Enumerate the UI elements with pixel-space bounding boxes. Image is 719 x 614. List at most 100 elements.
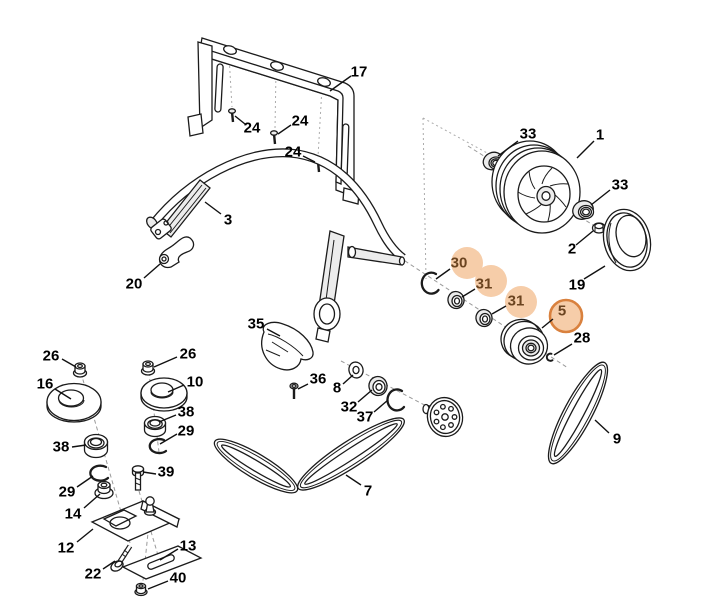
part-24-screw[interactable] bbox=[269, 130, 279, 145]
part-10-grommet[interactable] bbox=[140, 377, 188, 412]
part-38-bushing[interactable] bbox=[83, 433, 109, 459]
callout-label[interactable]: 38 bbox=[178, 404, 195, 421]
callout-label[interactable]: 22 bbox=[85, 566, 102, 583]
callout-5-highlighted[interactable]: 5 bbox=[541, 298, 584, 334]
callout-label[interactable]: 28 bbox=[574, 330, 591, 347]
callout-28[interactable]: 28 bbox=[553, 330, 591, 356]
callout-label[interactable]: 36 bbox=[310, 371, 327, 388]
callout-label[interactable]: 24 bbox=[285, 144, 302, 161]
callout-label[interactable]: 30 bbox=[451, 255, 468, 272]
part-20-bracket[interactable] bbox=[158, 236, 195, 269]
callout-39[interactable]: 39 bbox=[142, 464, 175, 481]
callout-label[interactable]: 16 bbox=[37, 376, 54, 393]
callout-30-highlighted[interactable]: 30 bbox=[435, 247, 483, 280]
callout-16[interactable]: 16 bbox=[37, 376, 72, 400]
callout-label[interactable]: 29 bbox=[59, 484, 76, 501]
callout-9[interactable]: 9 bbox=[594, 419, 621, 448]
callout-label[interactable]: 32 bbox=[341, 399, 358, 416]
callout-26[interactable]: 26 bbox=[153, 346, 197, 368]
callout-8[interactable]: 8 bbox=[333, 374, 354, 397]
part-30-circlip[interactable] bbox=[420, 271, 440, 295]
callout-label[interactable]: 26 bbox=[180, 346, 197, 363]
callout-19[interactable]: 19 bbox=[569, 265, 606, 294]
part-28-ring[interactable] bbox=[545, 352, 554, 362]
callout-label[interactable]: 5 bbox=[558, 303, 566, 320]
part-38-bushing[interactable] bbox=[143, 415, 167, 438]
part-32-bearing[interactable] bbox=[367, 374, 389, 397]
callout-label[interactable]: 3 bbox=[224, 212, 232, 229]
part-39-bolt[interactable] bbox=[131, 465, 145, 491]
callout-14[interactable]: 14 bbox=[65, 493, 101, 523]
callout-2[interactable]: 2 bbox=[568, 230, 594, 258]
callout-label[interactable]: 19 bbox=[569, 277, 586, 294]
part-31-washer[interactable] bbox=[446, 290, 466, 311]
callout-label[interactable]: 31 bbox=[476, 276, 493, 293]
callout-label[interactable]: 8 bbox=[333, 380, 341, 397]
callout-22[interactable]: 22 bbox=[85, 560, 116, 583]
callout-33[interactable]: 33 bbox=[590, 177, 628, 206]
callout-label[interactable]: 1 bbox=[596, 127, 604, 144]
part-2-nut[interactable] bbox=[591, 222, 607, 234]
callout-37[interactable]: 37 bbox=[357, 399, 389, 426]
part-37-circlip[interactable] bbox=[386, 388, 406, 412]
callout-label[interactable]: 31 bbox=[508, 293, 525, 310]
part-8-washer[interactable] bbox=[347, 360, 365, 379]
callout-31-highlighted[interactable]: 31 bbox=[461, 265, 507, 298]
part-13-plate[interactable] bbox=[121, 545, 203, 580]
callout-label[interactable]: 24 bbox=[244, 120, 261, 137]
callout-32[interactable]: 32 bbox=[341, 389, 373, 416]
callout-label[interactable]: 17 bbox=[351, 64, 368, 81]
callout-7[interactable]: 7 bbox=[345, 474, 372, 500]
part-29-circlip[interactable] bbox=[89, 464, 110, 482]
callout-1[interactable]: 1 bbox=[576, 127, 604, 159]
callout-10[interactable]: 10 bbox=[167, 374, 204, 393]
callout-40[interactable]: 40 bbox=[147, 570, 187, 590]
callout-label[interactable]: 33 bbox=[520, 126, 537, 143]
callout-17[interactable]: 17 bbox=[329, 64, 368, 92]
callout-13[interactable]: 13 bbox=[159, 538, 197, 561]
callout-label[interactable]: 9 bbox=[613, 431, 621, 448]
callout-38[interactable]: 38 bbox=[158, 404, 195, 423]
part-29-circlip[interactable] bbox=[148, 437, 168, 455]
callout-label[interactable]: 14 bbox=[65, 506, 82, 523]
callout-20[interactable]: 20 bbox=[126, 263, 161, 293]
callout-31-highlighted[interactable]: 31 bbox=[491, 286, 537, 318]
part-9-belt[interactable] bbox=[539, 356, 617, 470]
callout-36[interactable]: 36 bbox=[297, 371, 327, 390]
callout-24[interactable]: 24 bbox=[285, 144, 316, 163]
callout-label[interactable]: 2 bbox=[568, 241, 576, 258]
callout-label[interactable]: 26 bbox=[43, 348, 60, 365]
part-7-belt[interactable] bbox=[209, 409, 411, 501]
part-1-wheel[interactable] bbox=[491, 140, 581, 234]
callout-label[interactable]: 13 bbox=[180, 538, 197, 555]
callout-label[interactable]: 10 bbox=[187, 374, 204, 391]
part-31-washer[interactable] bbox=[474, 308, 494, 329]
callout-label[interactable]: 29 bbox=[178, 423, 195, 440]
part-12-plate[interactable] bbox=[90, 496, 181, 542]
part-26-nut[interactable] bbox=[140, 360, 156, 376]
callout-3[interactable]: 3 bbox=[204, 201, 232, 229]
callout-29[interactable]: 29 bbox=[159, 423, 195, 445]
part-35-belt-guard[interactable] bbox=[261, 321, 314, 371]
callout-label[interactable]: 37 bbox=[357, 409, 374, 426]
callout-26[interactable]: 26 bbox=[43, 348, 77, 368]
callout-35[interactable]: 35 bbox=[248, 316, 281, 337]
callout-label[interactable]: 39 bbox=[158, 464, 175, 481]
part-22-screw[interactable] bbox=[109, 544, 133, 573]
part-14-nut[interactable] bbox=[94, 480, 114, 500]
part-24-screw[interactable] bbox=[227, 108, 237, 123]
callout-12[interactable]: 12 bbox=[58, 528, 94, 557]
callout-33[interactable]: 33 bbox=[497, 126, 537, 157]
part-33-bearing[interactable] bbox=[570, 197, 597, 222]
callout-label[interactable]: 20 bbox=[126, 276, 143, 293]
callout-label[interactable]: 7 bbox=[364, 483, 372, 500]
callout-24[interactable]: 24 bbox=[277, 113, 309, 135]
callout-label[interactable]: 12 bbox=[58, 540, 75, 557]
part-36-screw[interactable] bbox=[289, 382, 299, 399]
callout-label[interactable]: 40 bbox=[170, 570, 187, 587]
callout-label[interactable]: 35 bbox=[248, 316, 265, 333]
part-5-pulley[interactable] bbox=[497, 315, 552, 368]
callout-24[interactable]: 24 bbox=[234, 115, 261, 137]
callout-38[interactable]: 38 bbox=[53, 439, 87, 456]
part-3-handlebar[interactable] bbox=[144, 148, 406, 343]
